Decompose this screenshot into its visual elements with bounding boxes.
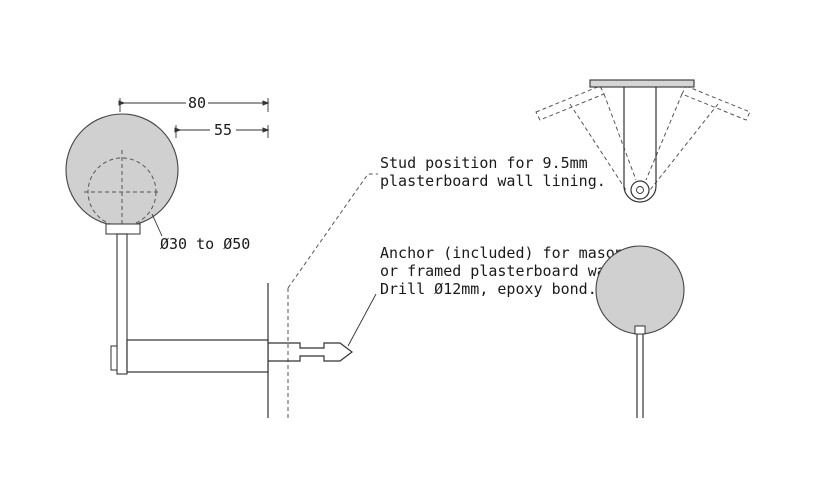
bracket-arm	[126, 339, 269, 373]
tilt-arm-right-inner	[645, 93, 683, 181]
tilt-arm-left-outer	[569, 103, 627, 191]
front-saddle	[634, 325, 646, 335]
anchor-leader	[347, 293, 377, 347]
tilt-arm-left-inner	[603, 93, 637, 181]
saddle-tilt-view	[535, 79, 751, 203]
pivot-stem	[623, 87, 657, 203]
stud-leader	[287, 173, 378, 289]
stud-callout-line2: plasterboard wall lining.	[380, 172, 606, 190]
anchor-callout-line1: Anchor (included) for masonry	[380, 244, 642, 262]
stem-weld	[110, 345, 118, 371]
diameter-leader	[151, 213, 163, 237]
pivot-inner	[636, 186, 644, 194]
bracket-stem	[116, 233, 128, 375]
tilt-saddle-left	[535, 85, 605, 121]
pivot-outer	[630, 180, 650, 200]
saddle-plate-top	[589, 79, 695, 88]
dim-55-label: 55	[214, 121, 232, 139]
saddle-plate	[105, 223, 141, 235]
anchor-callout-line2: or framed plasterboard wall.	[380, 262, 633, 280]
dim-80-label: 80	[188, 94, 206, 112]
stud-callout-line1: Stud position for 9.5mm	[380, 154, 588, 172]
front-handrail-circle	[595, 245, 685, 335]
diameter-range-label: Ø30 to Ø50	[160, 235, 250, 253]
callouts: Stud position for 9.5mm plasterboard wal…	[287, 154, 642, 347]
anchor-stud	[268, 342, 353, 362]
side-view: 80 55 Ø30 to Ø50	[65, 94, 353, 418]
tilt-arm-right-outer	[649, 103, 719, 191]
tilt-saddle-right	[681, 85, 751, 121]
front-view	[595, 245, 685, 418]
anchor-callout-line3: Drill Ø12mm, epoxy bond.	[380, 280, 597, 298]
